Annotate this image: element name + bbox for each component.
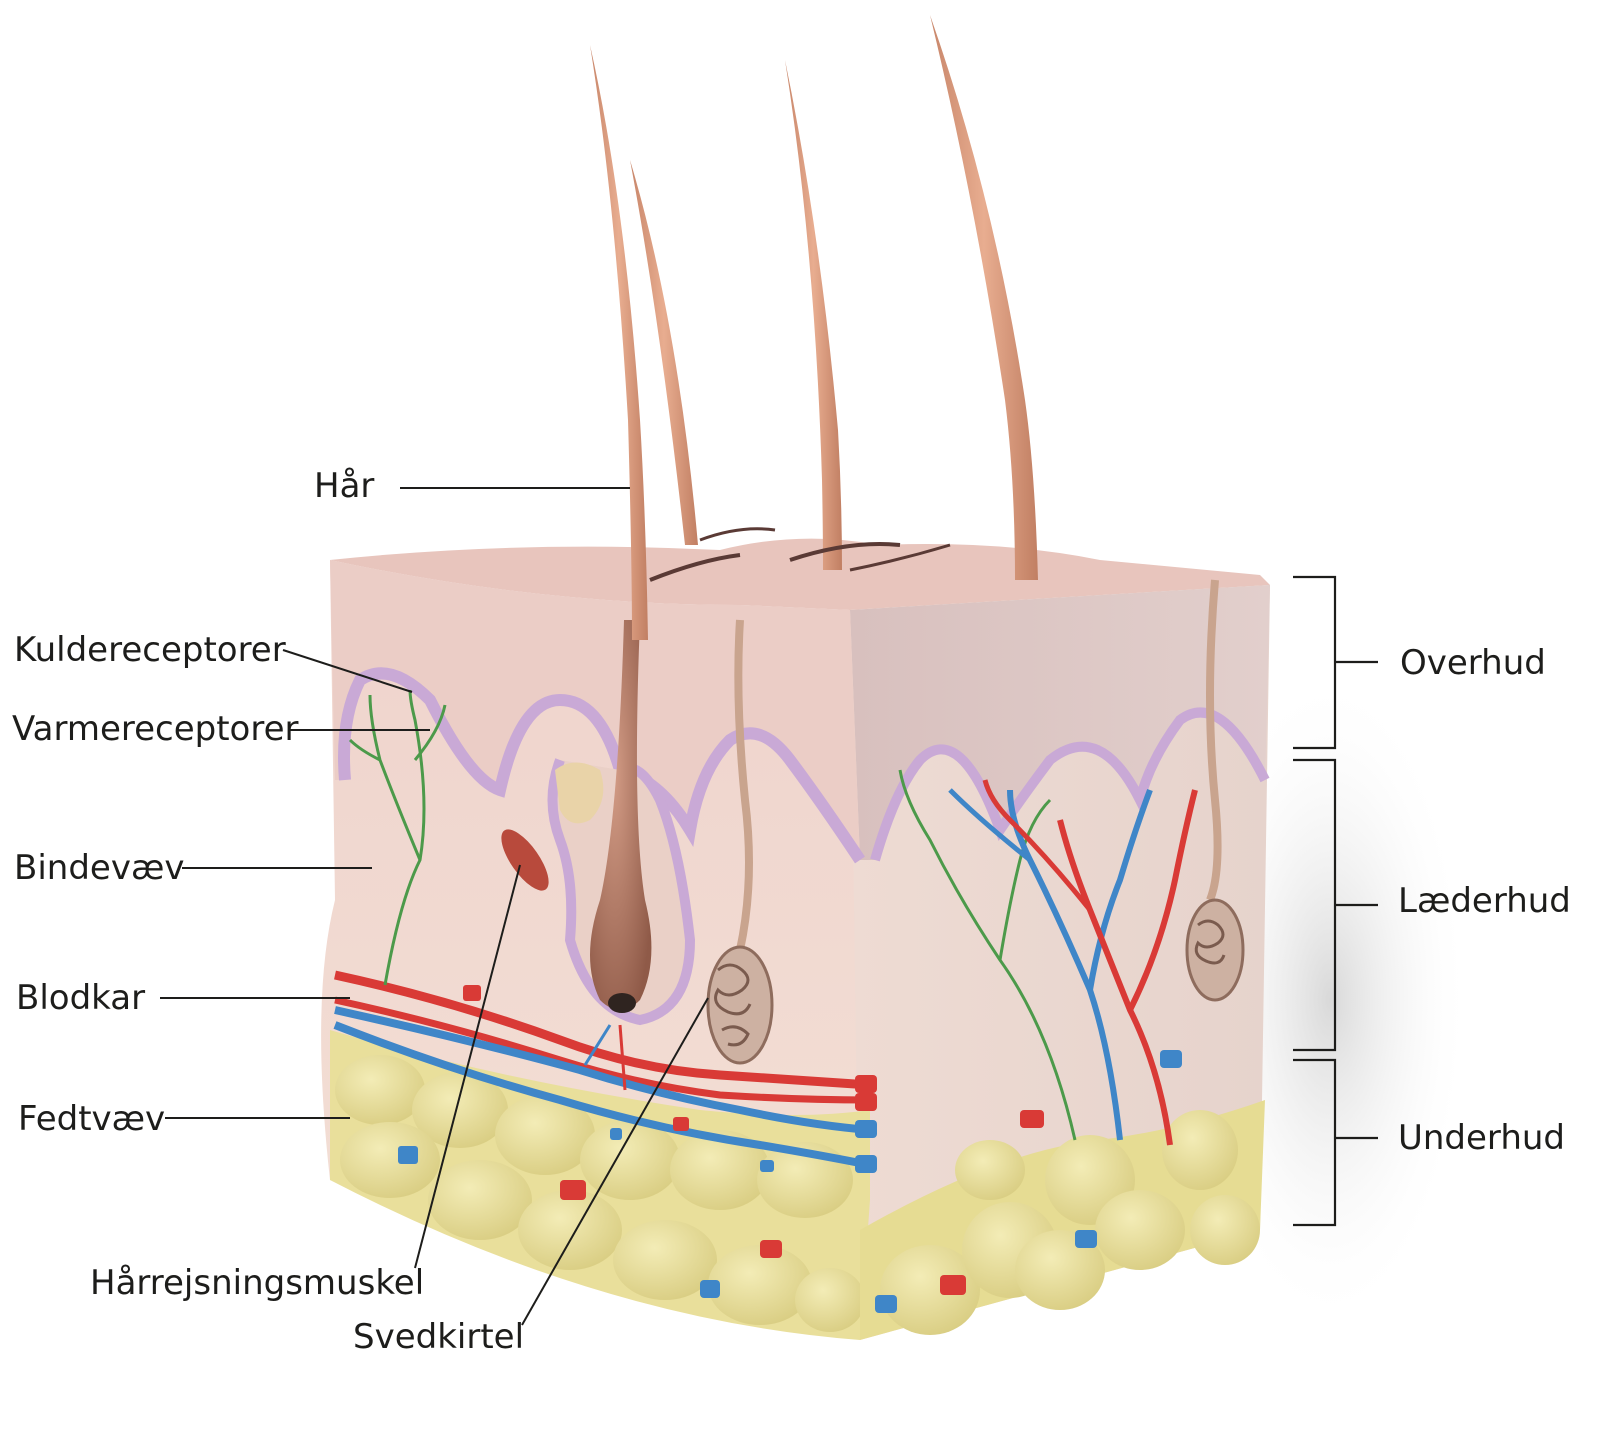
label-heat-receptors: Varmereceptorer [12,709,298,749]
label-epidermis: Overhud [1400,643,1546,683]
side-epidermis [850,585,1270,860]
surface-creases [649,527,951,582]
front-nerves [348,689,447,986]
label-subcutis: Underhud [1398,1118,1565,1158]
vessel-cross-sections [398,985,1182,1313]
label-arrector-muscle: Hårrejsningsmuskel [90,1263,424,1303]
label-hair: Hår [314,466,374,506]
label-cold-receptors: Kuldereceptorer [14,630,286,670]
side-basal-layer [870,707,1270,862]
label-blood-vessels: Blodkar [16,978,145,1018]
sebaceous-gland [555,762,604,824]
label-connective-tissue: Bindevæv [14,848,184,888]
label-sweat-gland: Svedkirtel [353,1317,524,1357]
fat-cells-side [880,1110,1260,1335]
front-basal-layer [338,667,865,864]
hair-bulb [590,620,652,1010]
fat-cells-front [335,1055,865,1332]
sweat-glands [706,579,1245,1065]
hair-strands [590,15,1038,640]
label-dermis: Læderhud [1398,881,1571,921]
front-blood-vessels [333,970,871,1169]
hair-papilla [608,993,636,1013]
arrector-muscle [501,829,549,891]
side-vessels-nerves [898,769,1198,1146]
label-fat-tissue: Fedtvæv [18,1099,165,1139]
layer-brackets [1293,575,1378,1227]
leader-lines [160,487,709,1326]
